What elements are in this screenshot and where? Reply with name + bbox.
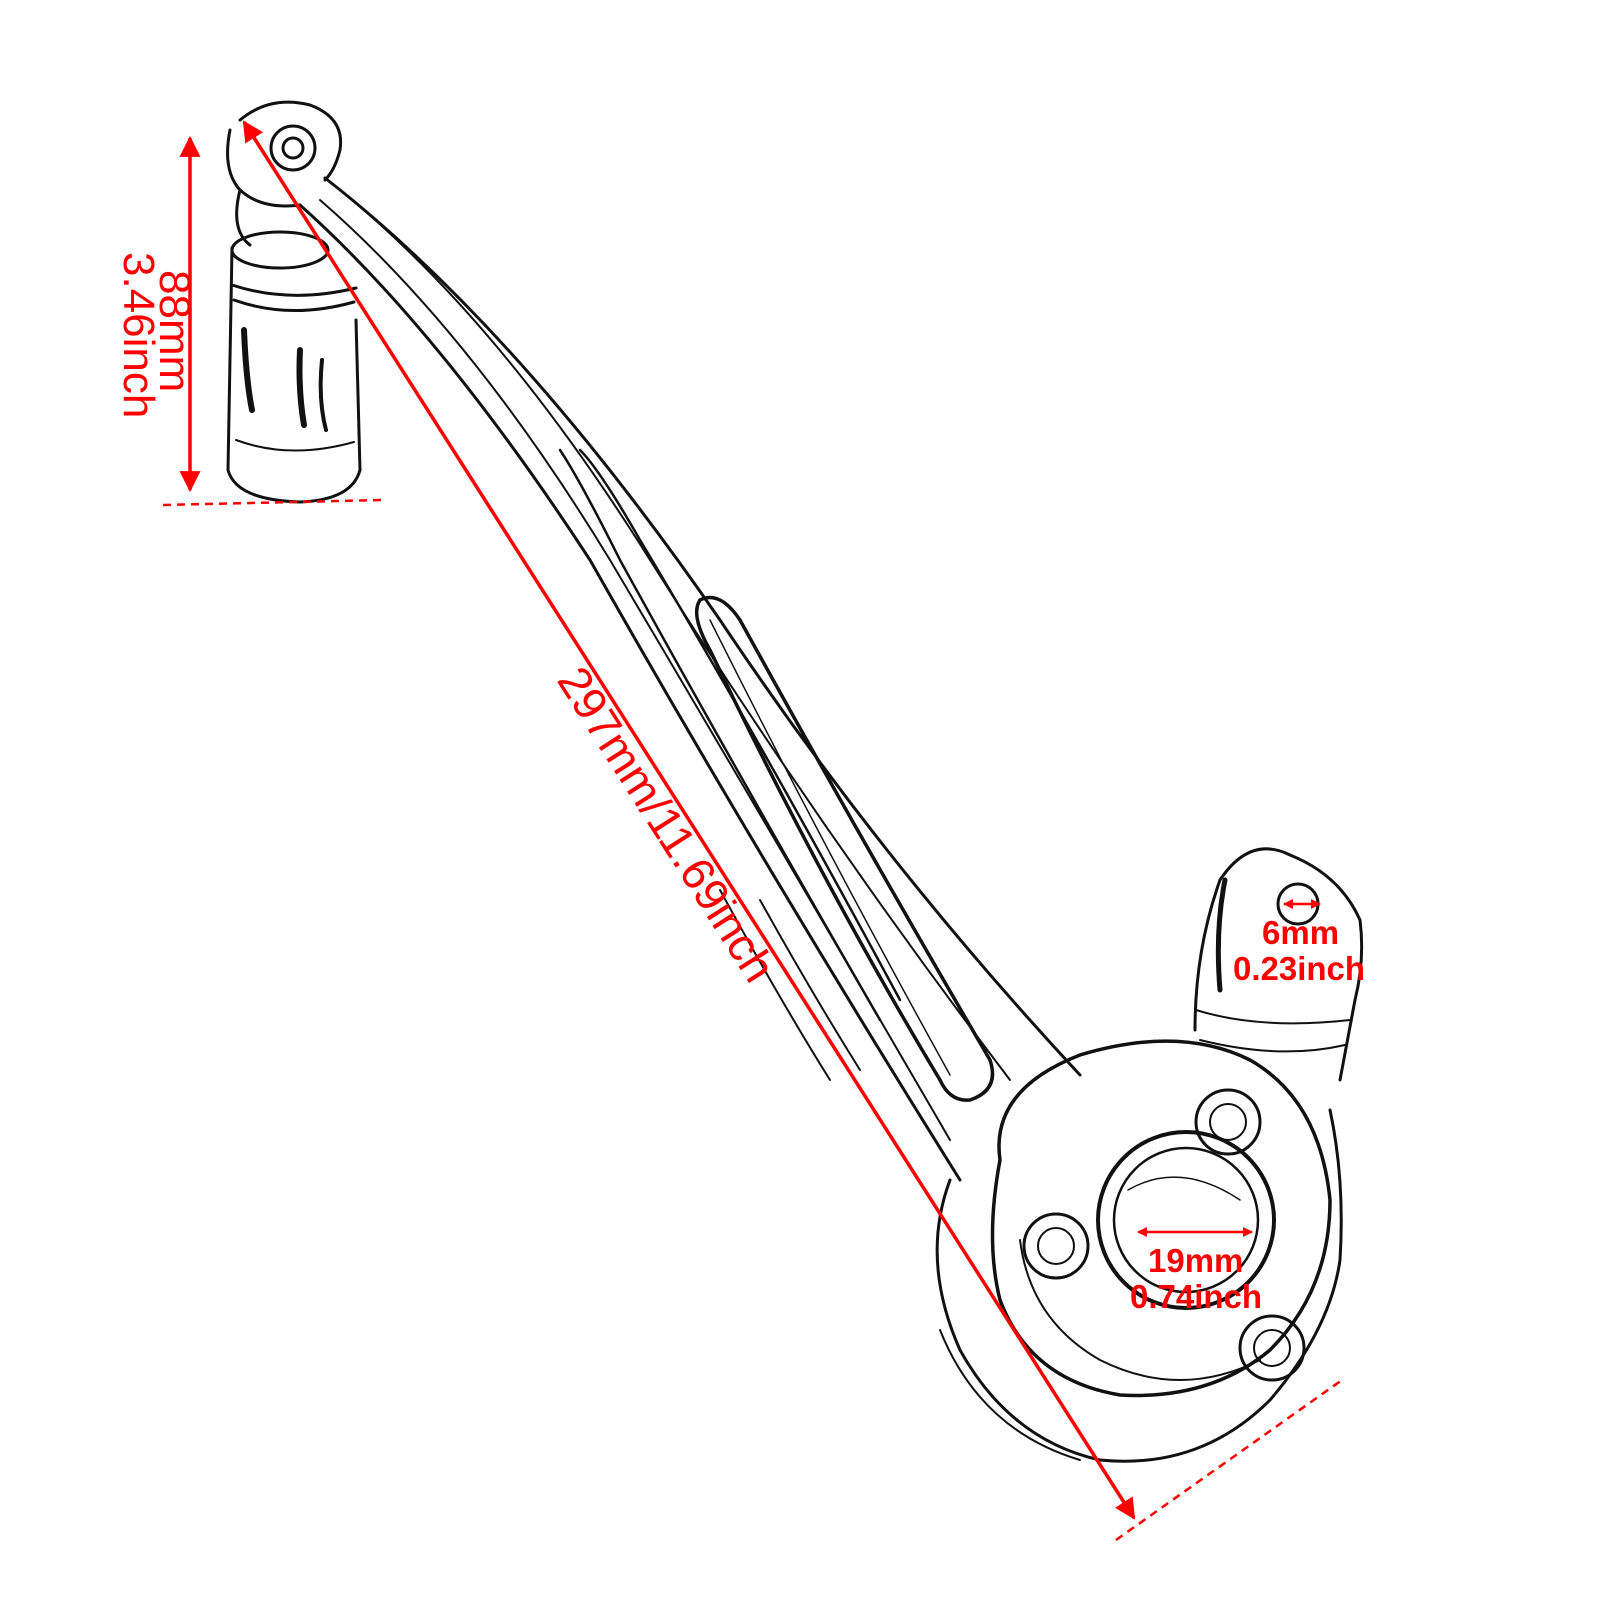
- pedal-arm: [298, 176, 1082, 1182]
- height-mm-text: 88mm: [150, 270, 199, 392]
- length-text: 297mm/11.69inch: [548, 657, 786, 990]
- small-hole-mm-text: 6mm: [1262, 914, 1339, 951]
- height-inch-text: 3.46inch: [114, 252, 163, 418]
- center-bore-inch-text: 0.74inch: [1130, 1278, 1262, 1315]
- pedal-hub: [935, 1039, 1343, 1463]
- dimension-height-label: 88mm 3.46inch: [114, 252, 199, 418]
- dimension-length-label: 297mm/11.69inch: [548, 657, 786, 990]
- dimension-length: [242, 120, 1343, 1542]
- center-bore-mm-text: 19mm: [1148, 1242, 1243, 1279]
- small-hole-inch-text: 0.23inch: [1233, 950, 1365, 987]
